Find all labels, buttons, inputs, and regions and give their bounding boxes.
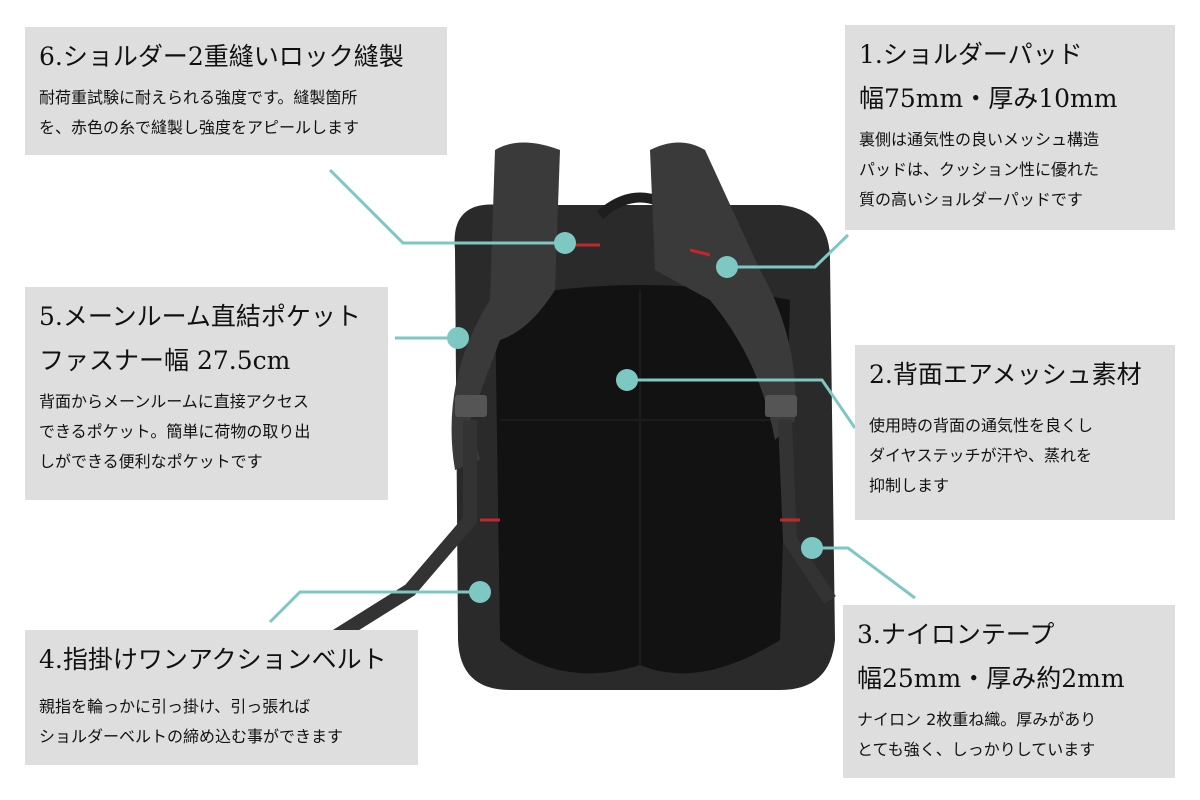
callout-text: ナイロン 2枚重ね織。厚みがあり bbox=[857, 710, 1097, 729]
callout-main-room-pocket: 5.メーンルーム直結ポケット ファスナー幅 27.5cm 背面からメーンルームに… bbox=[25, 287, 388, 500]
callout-title: 5.メーンルーム直結ポケット bbox=[39, 302, 361, 331]
marker-5 bbox=[447, 327, 469, 349]
callout-text: パッドは、クッション性に優れた bbox=[859, 160, 1100, 179]
callout-finger-belt: 4.指掛けワンアクションベルト 親指を輪っかに引っ掛け、引っ張れば ショルダーベ… bbox=[25, 630, 418, 765]
callout-text: 耐荷重試験に耐えられる強度です。縫製箇所 bbox=[39, 88, 358, 107]
callout-title: 6.ショルダー2重縫いロック縫製 bbox=[39, 42, 404, 71]
connector-4 bbox=[268, 590, 480, 624]
callout-subtitle: 幅75mm・厚み10mm bbox=[859, 84, 1118, 113]
callout-title: 2.背面エアメッシュ素材 bbox=[869, 360, 1142, 389]
callout-title: 1.ショルダーパッド bbox=[859, 40, 1083, 69]
connector-1 bbox=[727, 233, 850, 269]
callout-shoulder-pad: 1.ショルダーパッド 幅75mm・厚み10mm 裏側は通気性の良いメッシュ構造 … bbox=[845, 25, 1175, 230]
callout-nylon-tape: 3.ナイロンテープ 幅25mm・厚み約2mm ナイロン 2枚重ね織。厚みがあり … bbox=[843, 605, 1175, 778]
connector-2 bbox=[627, 378, 857, 429]
callout-text: 質の高いショルダーパッドです bbox=[859, 190, 1083, 209]
callout-title: 3.ナイロンテープ bbox=[857, 620, 1055, 649]
callout-text: 背面からメーンルームに直接アクセス bbox=[39, 392, 309, 411]
connector-3 bbox=[812, 546, 916, 600]
callout-text: とても強く、しっかりしています bbox=[857, 740, 1096, 759]
left-buckle bbox=[455, 395, 487, 417]
callout-subtitle: 幅25mm・厚み約2mm bbox=[857, 664, 1125, 693]
callout-text: を、赤色の糸で縫製し強度をアピールします bbox=[39, 118, 360, 137]
callout-text: 親指を輪っかに引っ掛け、引っ張れば bbox=[39, 697, 311, 716]
connector-6 bbox=[328, 168, 565, 245]
callout-text: 使用時の背面の通気性を良くし bbox=[869, 416, 1094, 435]
mesh-panel bbox=[495, 285, 790, 674]
marker-2 bbox=[616, 369, 638, 391]
left-shoulder-strap bbox=[451, 142, 560, 470]
callout-title: 4.指掛けワンアクションベルト bbox=[39, 645, 387, 674]
marker-6 bbox=[554, 232, 576, 254]
marker-1 bbox=[716, 256, 738, 278]
callout-shoulder-stitching: 6.ショルダー2重縫いロック縫製 耐荷重試験に耐えられる強度です。縫製箇所 を、… bbox=[25, 27, 447, 155]
callout-text: ダイヤステッチが汗や、蒸れを bbox=[869, 446, 1093, 465]
callout-text: 抑制します bbox=[869, 476, 950, 495]
left-webbing bbox=[326, 420, 477, 646]
callout-text: 裏側は通気性の良いメッシュ構造 bbox=[859, 130, 1100, 149]
right-shoulder-strap bbox=[650, 142, 796, 440]
marker-4 bbox=[469, 581, 491, 603]
callout-text: ショルダーベルトの締め込む事ができます bbox=[39, 727, 344, 746]
callout-air-mesh: 2.背面エアメッシュ素材 使用時の背面の通気性を良くし ダイヤステッチが汗や、蒸… bbox=[855, 345, 1175, 520]
callout-subtitle: ファスナー幅 27.5cm bbox=[39, 346, 291, 375]
right-webbing bbox=[778, 419, 836, 604]
callout-text: しができる便利なポケットです bbox=[39, 452, 263, 471]
right-buckle bbox=[765, 395, 797, 417]
callout-text: できるポケット。簡単に荷物の取り出 bbox=[39, 422, 311, 441]
marker-3 bbox=[801, 537, 823, 559]
